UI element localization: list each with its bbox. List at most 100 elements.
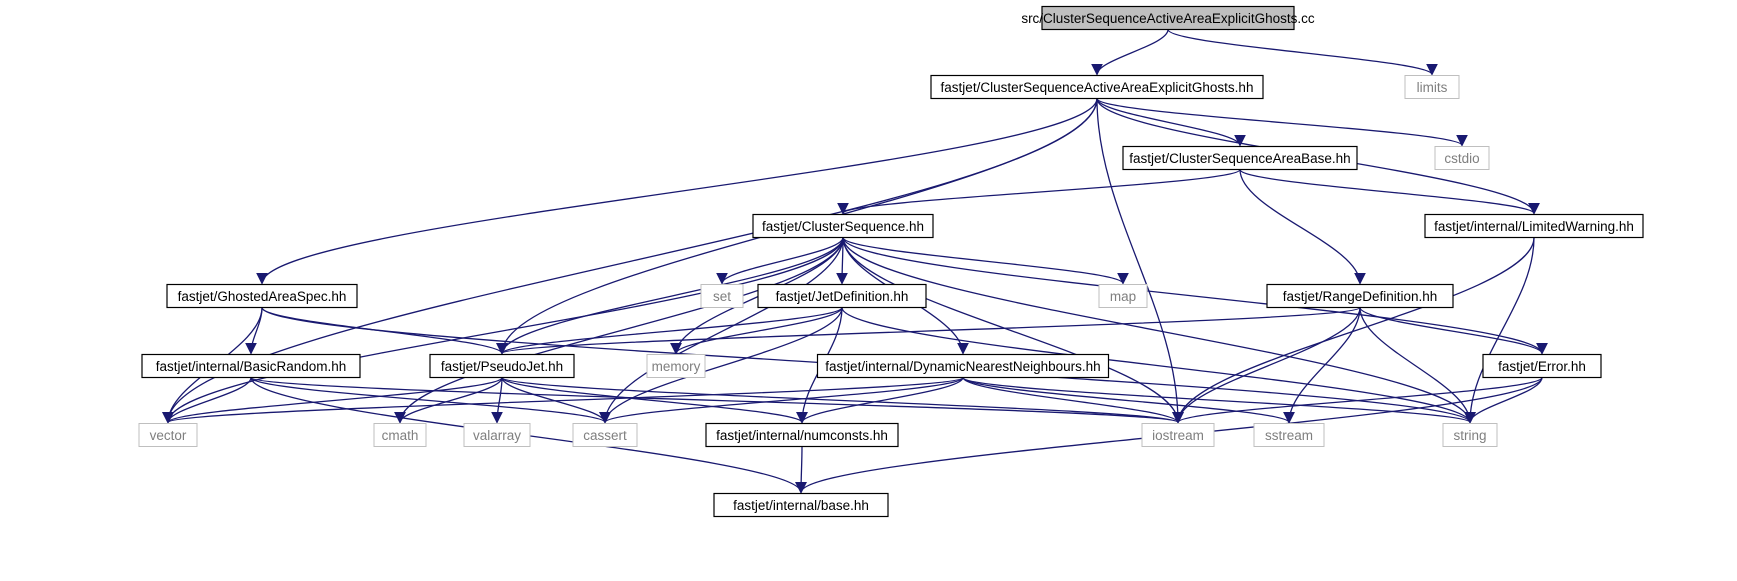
node-lw[interactable]: fastjet/internal/LimitedWarning.hh [1424,213,1644,239]
edge-root-to-csaaeg [1091,29,1169,76]
edge-cs-to-map [842,236,1129,285]
node-pseudojet-label: fastjet/PseudoJet.hh [441,359,563,374]
edge-csaaeg-to-cstdio [1096,97,1468,147]
edge-root-to-limits [1167,28,1438,76]
edge-lw-to-iostream [1172,237,1535,424]
node-error-label: fastjet/Error.hh [1498,359,1586,374]
edge-pseudojet-to-cmath [394,377,503,424]
node-map-label: map [1110,289,1136,304]
node-csaaeg-label: fastjet/ClusterSequenceActiveAreaExplici… [941,80,1254,95]
node-error-box [1482,353,1602,379]
dependency-edges [162,28,1548,494]
node-csaaeg-box [930,74,1264,100]
node-csaaeg[interactable]: fastjet/ClusterSequenceActiveAreaExplici… [930,74,1264,100]
node-vector: vector [138,423,198,447]
node-cassert-box [572,423,638,447]
node-cstdio-box [1434,146,1490,170]
edge-csab-to-lw [1239,168,1540,215]
node-jetdef-label: fastjet/JetDefinition.hh [776,289,909,304]
edge-cs-to-vector [162,237,844,424]
node-set-label: set [713,289,731,304]
node-iostream-box [1141,423,1215,447]
node-base-box [713,492,889,518]
node-string-label: string [1453,428,1486,443]
node-cs[interactable]: fastjet/ClusterSequence.hh [752,213,934,239]
edge-rangedef-to-pseudojet [496,306,1361,355]
node-valarray: valarray [463,423,531,447]
node-pseudojet[interactable]: fastjet/PseudoJet.hh [429,353,575,379]
node-pseudojet-box [429,353,575,379]
node-vector-label: vector [150,428,187,443]
node-cassert: cassert [572,423,638,447]
node-root-label: src/ClusterSequenceActiveAreaExplicitGho… [1021,11,1315,26]
node-csab-box [1122,145,1358,171]
node-gas-label: fastjet/GhostedAreaSpec.hh [178,289,347,304]
edge-dnn-to-sstream [962,376,1295,424]
node-error[interactable]: fastjet/Error.hh [1482,353,1602,379]
edge-cs-to-error [842,237,1548,355]
node-memory-label: memory [652,359,701,374]
node-cs-box [752,213,934,239]
edge-jetdef-to-memory [670,307,843,355]
node-csab-label: fastjet/ClusterSequenceAreaBase.hh [1129,151,1350,166]
node-dnn-label: fastjet/internal/DynamicNearestNeighbour… [825,359,1100,374]
edge-rangedef-to-sstream [1283,307,1361,424]
edge-csab-to-cs [837,168,1241,215]
node-limits-box [1404,75,1460,99]
node-limits-label: limits [1417,80,1448,95]
node-string: string [1442,423,1498,447]
node-cstdio: cstdio [1434,146,1490,170]
node-base-label: fastjet/internal/base.hh [733,498,869,513]
edge-error-to-iostream [1172,376,1543,424]
file-nodes: src/ClusterSequenceActiveAreaExplicitGho… [138,5,1644,518]
node-memory: memory [646,354,706,378]
edge-rangedef-to-iostream [1172,307,1361,424]
edge-pseudojet-to-numconsts [501,376,808,424]
node-base[interactable]: fastjet/internal/base.hh [713,492,889,518]
node-rangedef-box [1266,283,1454,309]
node-cassert-label: cassert [583,428,627,443]
node-cs-label: fastjet/ClusterSequence.hh [762,219,924,234]
edge-csab-to-rangedef [1239,169,1366,285]
node-vector-box [138,423,198,447]
node-map-box [1098,284,1148,308]
node-cmath-label: cmath [382,428,419,443]
edge-rangedef-to-string [1359,307,1476,424]
node-cmath-box [373,423,427,447]
node-iostream-label: iostream [1152,428,1204,443]
node-memory-box [646,354,706,378]
edge-pseudojet-to-valarray [491,377,503,424]
node-set: set [700,284,744,308]
edge-jetdef-to-cassert [599,307,843,424]
node-csab[interactable]: fastjet/ClusterSequenceAreaBase.hh [1122,145,1358,171]
node-valarray-label: valarray [473,428,521,443]
edge-cs-to-pseudojet [496,237,844,355]
node-dnn[interactable]: fastjet/internal/DynamicNearestNeighbour… [816,353,1110,379]
node-root[interactable]: src/ClusterSequenceActiveAreaExplicitGho… [1021,5,1315,31]
edge-cs-to-set [716,237,844,285]
edge-gas-to-basicrand [245,307,263,355]
node-basicrand-box [141,353,361,379]
node-basicrand[interactable]: fastjet/internal/BasicRandom.hh [141,353,361,379]
node-limits: limits [1404,75,1460,99]
edge-basicrand-to-iostream [250,376,1184,424]
node-lw-label: fastjet/internal/LimitedWarning.hh [1434,219,1634,234]
node-gas[interactable]: fastjet/GhostedAreaSpec.hh [166,283,358,309]
node-rangedef[interactable]: fastjet/RangeDefinition.hh [1266,283,1454,309]
edge-rangedef-to-error [1359,307,1548,355]
edge-csaaeg-to-iostream [1096,98,1184,424]
node-set-box [700,284,744,308]
edge-jetdef-to-pseudojet [496,306,843,355]
edge-dnn-to-iostream [962,376,1184,424]
edge-dnn-to-numconsts [796,377,964,424]
node-gas-box [166,283,358,309]
edge-csaaeg-to-gas [256,98,1098,285]
node-sstream: sstream [1253,423,1325,447]
node-jetdef[interactable]: fastjet/JetDefinition.hh [757,283,927,309]
node-valarray-box [463,423,531,447]
node-numconsts[interactable]: fastjet/internal/numconsts.hh [705,422,899,448]
node-sstream-label: sstream [1265,428,1313,443]
node-string-box [1442,423,1498,447]
edge-error-to-string [1464,377,1543,424]
